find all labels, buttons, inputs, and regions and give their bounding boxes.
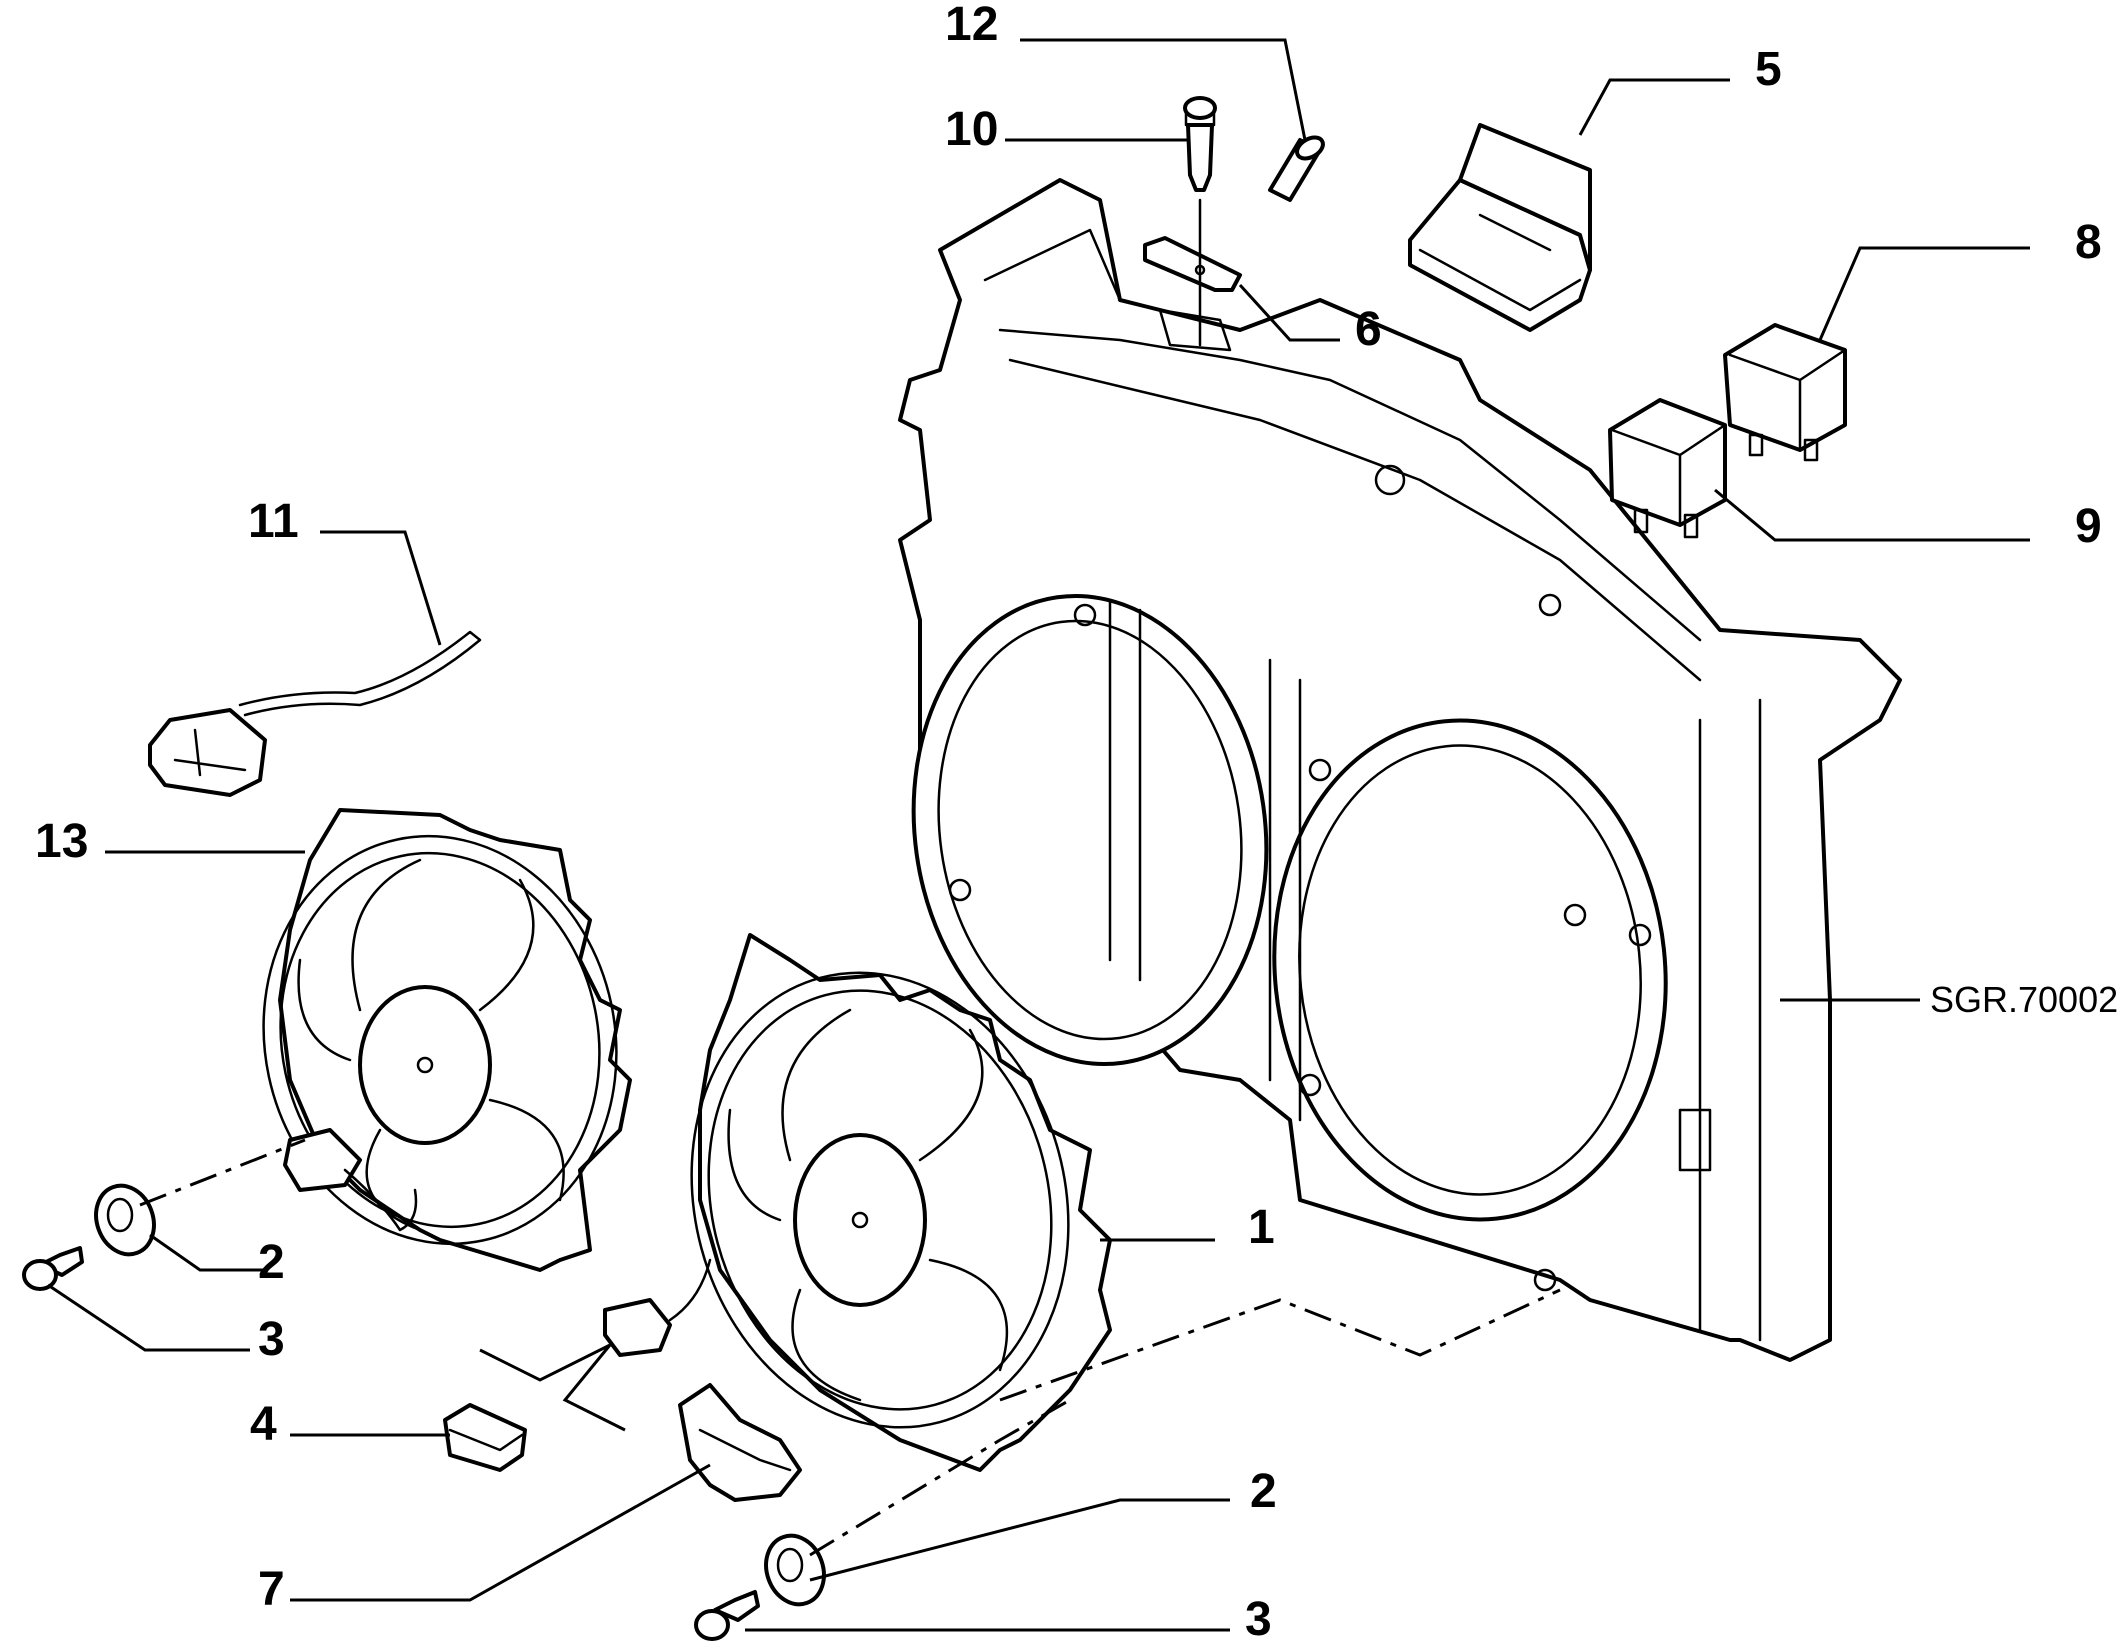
- callout-8: 8: [2075, 216, 2102, 269]
- callout-9: 9: [2075, 500, 2102, 553]
- connector-fan-1: [603, 1258, 712, 1357]
- callout-7: 7: [258, 1563, 285, 1616]
- callout-3-left: 3: [258, 1313, 285, 1366]
- callout-3-bottom: 3: [1245, 1593, 1272, 1646]
- assembly-axis-right: [999, 1288, 1561, 1402]
- grommet-2-bottom: [764, 1533, 826, 1607]
- callout-5: 5: [1755, 43, 1782, 96]
- assembly-axis-bottom: [809, 1398, 1071, 1557]
- callout-10: 10: [945, 103, 998, 156]
- callout-4: 4: [250, 1398, 277, 1451]
- callout-6: 6: [1355, 303, 1382, 356]
- callout-1: 1: [1248, 1201, 1275, 1254]
- fan-assembly-1: [690, 933, 1112, 1472]
- callout-13: 13: [35, 815, 88, 868]
- leader-lines: [47, 38, 2030, 1632]
- bolt-12: [1268, 135, 1325, 202]
- fan-assembly-13: [262, 808, 632, 1272]
- callout-11: 11: [248, 495, 299, 548]
- grommet-2-left: [94, 1183, 156, 1257]
- connector-fan-13: [283, 1128, 418, 1232]
- callout-12: 12: [945, 0, 998, 51]
- reference-code: SGR.70002: [1930, 979, 2118, 1020]
- wiring-harness-11: [148, 630, 482, 797]
- screw-3-left: [22, 1246, 84, 1291]
- clip-4: [443, 1403, 527, 1472]
- bracket-7: [678, 1383, 802, 1502]
- bracket-6: [1143, 198, 1242, 347]
- callout-2-bottom: 2: [1250, 1465, 1277, 1518]
- bolt-10: [1183, 96, 1217, 192]
- screw-3-bottom: [694, 1590, 760, 1641]
- fuse-box-5: [1408, 123, 1592, 332]
- callout-2-left: 2: [258, 1236, 285, 1289]
- fan-shroud-frame: [898, 178, 1902, 1362]
- relay-8: [1723, 323, 1847, 462]
- assembly-axis-left: [139, 1138, 306, 1207]
- connector-guide-lines: [479, 1343, 626, 1432]
